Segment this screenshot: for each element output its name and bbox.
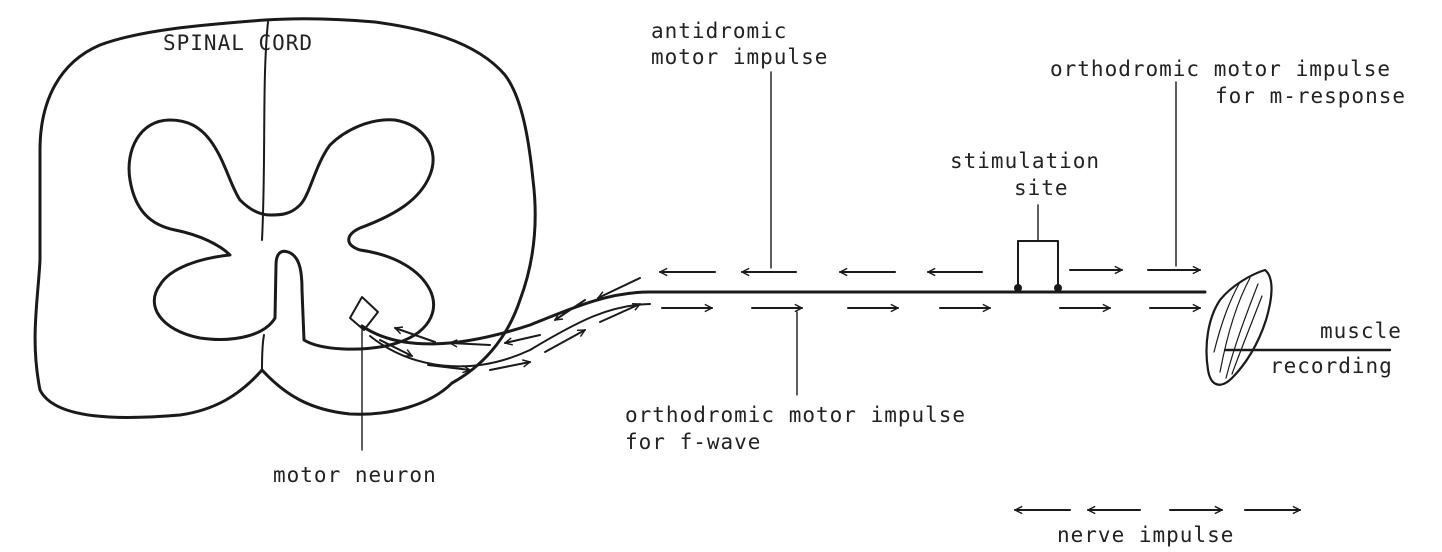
antidromic-label-line2: motor impulse [651, 44, 828, 71]
neuron-cell-body [350, 297, 378, 330]
axon-upper [362, 292, 1205, 344]
gray-matter [129, 120, 434, 349]
spinal-cord-label: SPINAL CORD [163, 30, 313, 57]
orthodromic-f-label-line2: for f-wave [625, 429, 761, 456]
proximal-arrow [395, 328, 435, 342]
proximal-arrow [490, 362, 530, 370]
proximal-arrow [555, 300, 585, 320]
orthodromic-m-label-line1: orthodromic motor impulse [1050, 56, 1391, 83]
motor-neuron-label: motor neuron [273, 462, 437, 489]
muscle-label: muscle [1320, 318, 1402, 345]
proximal-arrow [600, 304, 640, 322]
stimulation-electrode [1015, 241, 1061, 291]
proximal-arrow [450, 343, 490, 345]
proximal-arrow [545, 330, 585, 352]
antidromic-label-line1: antidromic [651, 18, 787, 45]
leader-lines [771, 72, 1176, 395]
orthodromic-m-label-line2: for m-response [1215, 83, 1406, 110]
legend-label: nerve impulse [1057, 522, 1234, 549]
recording-label: recording [1270, 353, 1393, 380]
spinal-cord [35, 19, 535, 418]
stimulation-label-line2: site [1014, 175, 1069, 202]
stimulation-label-line1: stimulation [950, 148, 1100, 175]
proximal-arrow [505, 335, 540, 343]
orthodromic-f-label-line1: orthodromic motor impulse [625, 402, 966, 429]
